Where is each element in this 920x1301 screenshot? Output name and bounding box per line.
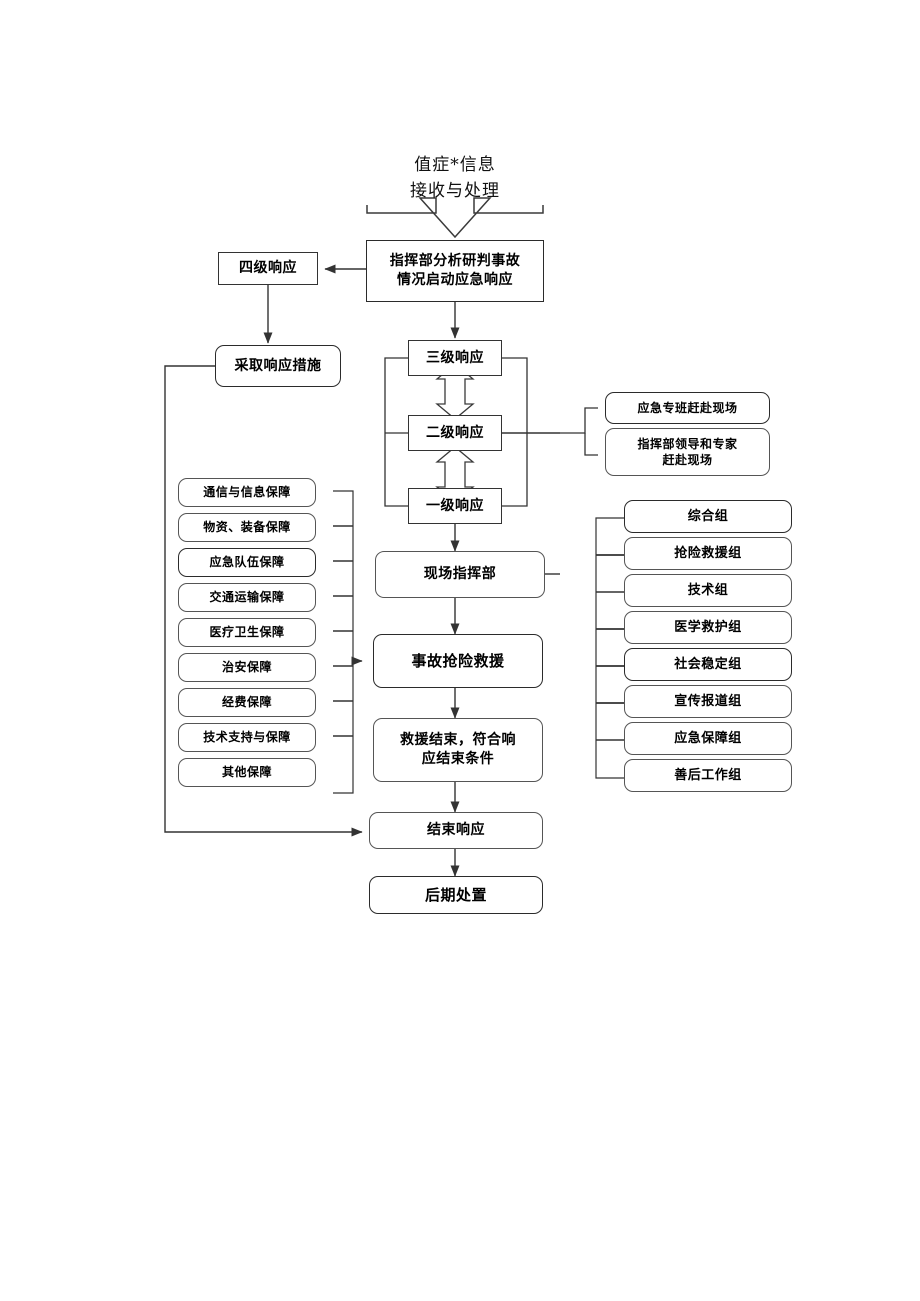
node-level3-response[interactable]: 三级响应	[408, 340, 502, 376]
node-group-aftermath[interactable]: 善后工作组	[624, 759, 792, 792]
node-accident-rescue[interactable]: 事故抢险救援	[373, 634, 543, 688]
node-onsite-command[interactable]: 现场指挥部	[375, 551, 545, 598]
node-dispatch-leaders-experts[interactable]: 指挥部领导和专家 赶赴现场	[605, 428, 770, 476]
node-guarantee-medical[interactable]: 医疗卫生保障	[178, 618, 316, 647]
node-guarantee-materials[interactable]: 物资、装备保障	[178, 513, 316, 542]
node-rescue-finished[interactable]: 救援结束，符合响 应结束条件	[373, 718, 543, 782]
node-guarantee-other[interactable]: 其他保障	[178, 758, 316, 787]
node-guarantee-team[interactable]: 应急队伍保障	[178, 548, 316, 577]
diagram-title: 值症*信息 接收与处理	[410, 155, 500, 202]
node-group-comprehensive[interactable]: 综合组	[624, 500, 792, 533]
node-group-medical[interactable]: 医学救护组	[624, 611, 792, 644]
node-take-measures[interactable]: 采取响应措施	[215, 345, 341, 387]
node-group-emergency-support[interactable]: 应急保障组	[624, 722, 792, 755]
node-post-handling[interactable]: 后期处置	[369, 876, 543, 914]
node-guarantee-funding[interactable]: 经费保障	[178, 688, 316, 717]
node-level1-response[interactable]: 一级响应	[408, 488, 502, 524]
node-end-response[interactable]: 结束响应	[369, 812, 543, 849]
node-command-analysis[interactable]: 指挥部分析研判事故 情况启动应急响应	[366, 240, 544, 302]
node-level4-response[interactable]: 四级响应	[218, 252, 318, 285]
node-guarantee-technical[interactable]: 技术支持与保障	[178, 723, 316, 752]
node-level2-response[interactable]: 二级响应	[408, 415, 502, 451]
node-group-rescue[interactable]: 抢险救援组	[624, 537, 792, 570]
node-group-technical[interactable]: 技术组	[624, 574, 792, 607]
node-dispatch-special-team[interactable]: 应急专班赶赴现场	[605, 392, 770, 424]
node-guarantee-communication[interactable]: 通信与信息保障	[178, 478, 316, 507]
node-guarantee-transport[interactable]: 交通运输保障	[178, 583, 316, 612]
node-group-publicity[interactable]: 宣传报道组	[624, 685, 792, 718]
node-group-social-stability[interactable]: 社会稳定组	[624, 648, 792, 681]
node-guarantee-security[interactable]: 治安保障	[178, 653, 316, 682]
